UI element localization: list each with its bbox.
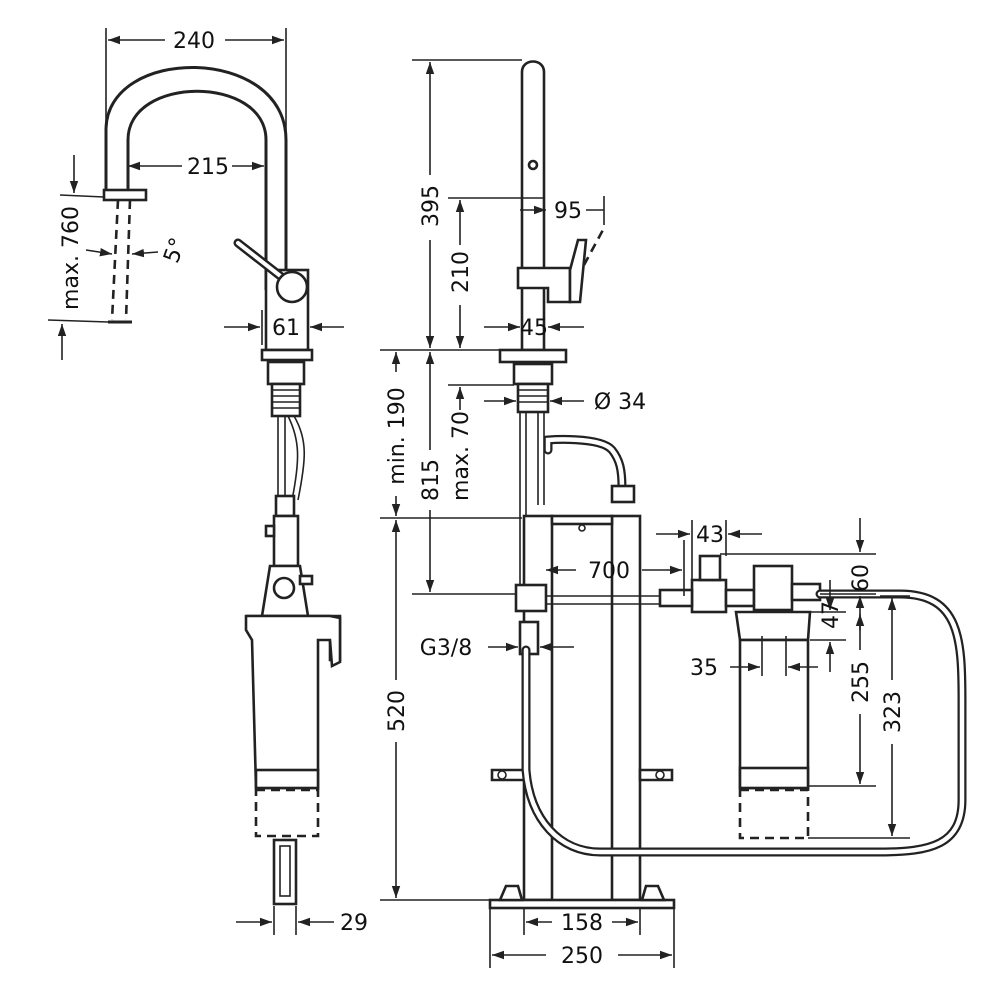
dim-valve-offset: 60 bbox=[849, 564, 874, 592]
dim-connection-height: 815 bbox=[419, 459, 444, 501]
dim-hose-length: 700 bbox=[588, 559, 630, 584]
dim-connection-thread: G3/8 bbox=[420, 636, 472, 661]
dim-base-width-side: 61 bbox=[272, 316, 300, 341]
dim-cartridge-width: 29 bbox=[340, 911, 368, 936]
pressure-valve bbox=[690, 578, 728, 614]
dim-body-diameter: 45 bbox=[520, 316, 548, 341]
dim-min-clearance: min. 190 bbox=[385, 387, 410, 484]
dim-spout-reach: 215 bbox=[187, 155, 229, 180]
dim-valve-width: 43 bbox=[696, 523, 724, 548]
cabinet-frame-right bbox=[610, 514, 642, 902]
dim-filter-total-height: 323 bbox=[881, 691, 906, 733]
cartridge-extension bbox=[254, 788, 320, 838]
front-view-dimensions: 395 210 95 45 min. 190 815 max. 70 Ø 34 bbox=[380, 59, 910, 969]
gooseneck-spout bbox=[104, 65, 288, 290]
dim-cabinet-height: 520 bbox=[385, 690, 410, 732]
side-view bbox=[102, 65, 342, 906]
filter-head bbox=[752, 564, 794, 612]
dim-shank-diameter: Ø 34 bbox=[594, 390, 646, 415]
faucet-column-front bbox=[520, 60, 546, 352]
front-view bbox=[488, 60, 967, 910]
dim-total-height: 395 bbox=[419, 185, 444, 227]
dim-filter-height: 255 bbox=[849, 661, 874, 703]
dim-max-thickness: max. 70 bbox=[449, 411, 474, 501]
dim-lever-reach: 95 bbox=[554, 199, 582, 224]
pullout-hose bbox=[110, 199, 132, 321]
spray-head bbox=[102, 188, 148, 202]
dim-filter-diameter: 35 bbox=[690, 656, 718, 681]
shank-front bbox=[516, 382, 550, 414]
filter-extension bbox=[738, 788, 810, 840]
lever-knob bbox=[275, 270, 309, 304]
filter-cartridge bbox=[738, 638, 810, 790]
dim-max-pullout: max. 760 bbox=[59, 206, 84, 310]
side-view-dimensions: 240 215 max. 760 5° 61 29 bbox=[47, 28, 368, 936]
dim-spray-angle: 5° bbox=[159, 234, 191, 266]
dim-frame-outer: 250 bbox=[561, 944, 603, 969]
dim-frame-inner: 158 bbox=[561, 911, 603, 936]
threaded-shank bbox=[270, 382, 302, 418]
dim-lever-height: 210 bbox=[449, 251, 474, 293]
dim-spout-width: 240 bbox=[173, 29, 215, 54]
dim-filter-offset: 47 bbox=[819, 601, 844, 629]
